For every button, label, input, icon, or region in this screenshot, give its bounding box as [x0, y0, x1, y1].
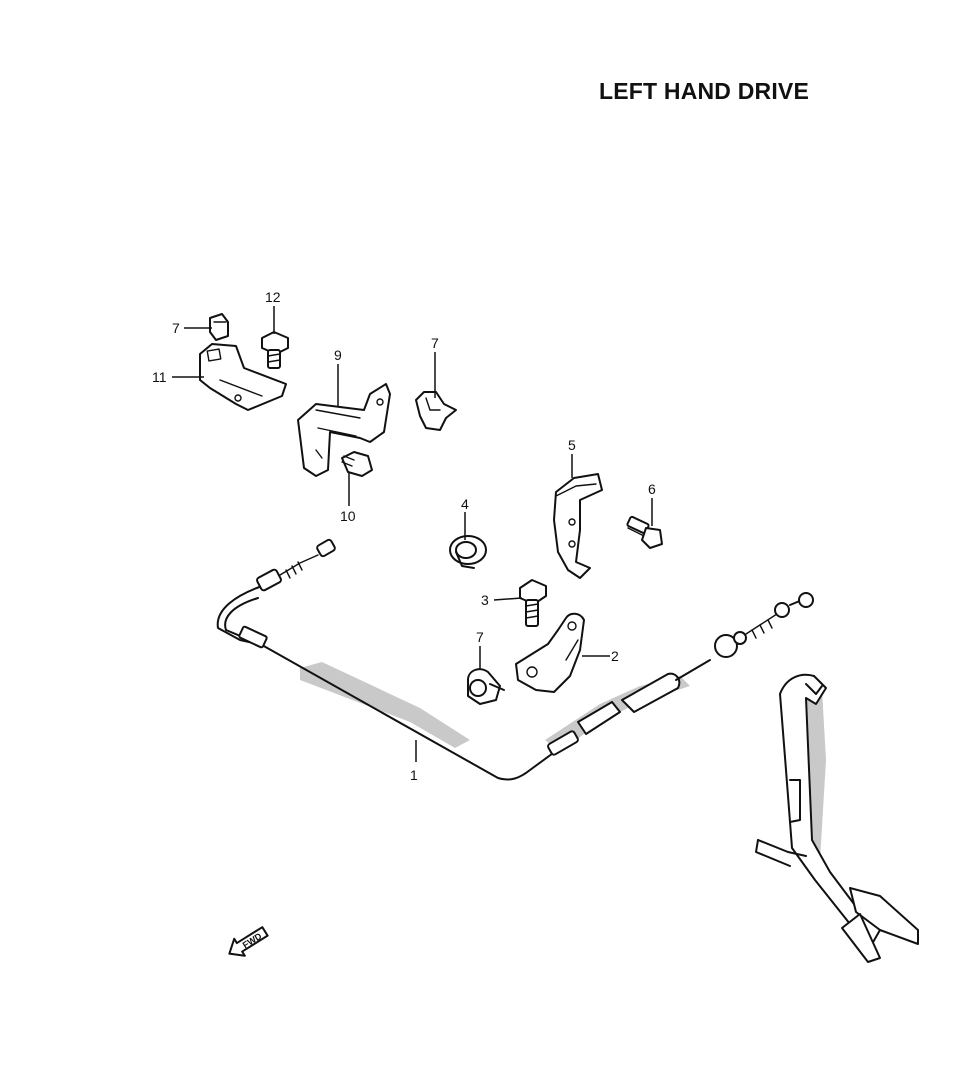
part-5-bracket [553, 473, 603, 579]
part-9-bracket [297, 383, 391, 477]
part-10-bolt [341, 451, 373, 477]
shadow-marks [300, 662, 826, 860]
callout-9: 9 [334, 347, 342, 363]
callout-5: 5 [568, 437, 576, 453]
callout-7-bottom: 7 [476, 629, 484, 645]
diagram-title: LEFT HAND DRIVE [599, 78, 809, 104]
part-7-clamp-bottom [467, 668, 505, 705]
callout-4: 4 [461, 496, 469, 512]
callout-2: 2 [611, 648, 619, 664]
callout-7-top-left: 7 [172, 320, 180, 336]
part-11-bracket [199, 343, 287, 411]
part-7-clamp-center [415, 391, 457, 431]
part-1-accelerator-cable [216, 538, 814, 781]
callout-leader-lines [172, 306, 653, 762]
callout-12: 12 [265, 289, 281, 305]
callout-3: 3 [481, 592, 489, 608]
accelerator-pedal [755, 673, 919, 963]
callout-10: 10 [340, 508, 356, 524]
callout-11: 11 [152, 369, 167, 385]
part-3-bolt [519, 579, 547, 627]
callout-7-center: 7 [431, 335, 439, 351]
part-6-bolt [626, 515, 663, 549]
callout-6: 6 [648, 481, 656, 497]
fwd-arrow-icon: FWD [228, 926, 269, 957]
callout-1: 1 [410, 767, 418, 783]
part-7-clamp-top-left [209, 313, 229, 341]
part-12-bolt [261, 331, 289, 369]
callout-labels: 1 2 3 4 5 6 7 7 7 9 10 11 12 [152, 289, 656, 783]
part-4-grommet [449, 535, 487, 569]
part-2-bracket [515, 612, 585, 693]
